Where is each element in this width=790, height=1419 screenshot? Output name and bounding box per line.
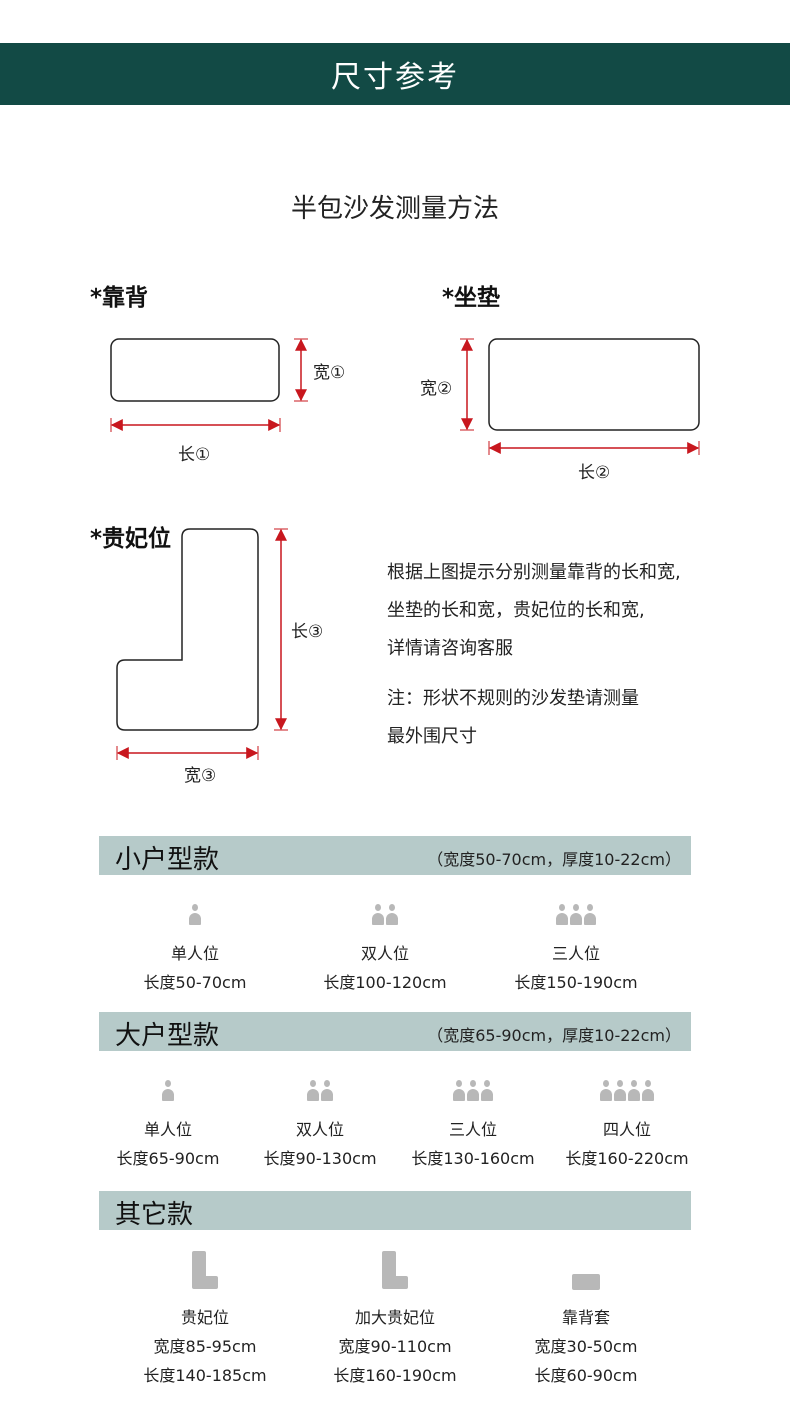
item-width: 宽度30-50cm [534, 1337, 638, 1356]
backrest-label: *靠背 [90, 285, 148, 311]
person-icon [321, 1080, 333, 1102]
size-item: 单人位长度50-70cm [115, 902, 275, 992]
other-item: 靠背套宽度30-50cm 长度60-90cm [506, 1250, 666, 1385]
cushion-width-label: 宽② [420, 379, 452, 399]
item-name: 靠背套 [561, 1308, 610, 1327]
banner-title: 尺寸参考 [331, 60, 459, 95]
person-icon-group [496, 902, 656, 926]
small-size-bar: 小户型款 （宽度50-70cm，厚度10-22cm） [99, 836, 691, 875]
item-name: 加大贵妃位 [354, 1308, 435, 1327]
person-icon [628, 1080, 640, 1102]
item-size: 长度100-120cm [323, 973, 447, 992]
size-item: 三人位长度130-160cm [393, 1078, 553, 1168]
chaise-shape [116, 528, 259, 731]
size-item: 单人位长度65-90cm [88, 1078, 248, 1168]
large-size-bar: 大户型款 （宽度65-90cm，厚度10-22cm） [99, 1012, 691, 1051]
size-item: 双人位长度100-120cm [305, 902, 465, 992]
note-line: 根据上图提示分别测量靠背的长和宽, [387, 562, 681, 583]
person-icon [453, 1080, 465, 1102]
chaise-width-label: 宽③ [184, 766, 216, 786]
note-line: 注：形状不规则的沙发垫请测量 [387, 688, 639, 709]
item-name: 三人位 [551, 944, 600, 963]
backrest-shape [110, 338, 280, 402]
person-icon [556, 904, 568, 926]
person-icon-group [115, 902, 275, 926]
item-size: 长度50-70cm [143, 973, 247, 992]
page-banner: 尺寸参考 [0, 43, 790, 105]
item-size: 长度65-90cm [116, 1149, 220, 1168]
person-icon-group [305, 902, 465, 926]
person-icon [372, 904, 384, 926]
item-name: 单人位 [143, 1120, 192, 1139]
item-width: 宽度85-95cm [153, 1337, 257, 1356]
person-icon-group [547, 1078, 707, 1102]
person-icon-group [88, 1078, 248, 1102]
person-icon [600, 1080, 612, 1102]
item-size: 长度160-220cm [565, 1149, 689, 1168]
rectangle-icon [506, 1250, 666, 1290]
item-name: 四人位 [602, 1120, 651, 1139]
item-width: 宽度90-110cm [338, 1337, 452, 1356]
note-line: 详情请咨询客服 [387, 638, 513, 659]
l-shape-icon [125, 1250, 285, 1290]
item-name: 贵妃位 [180, 1308, 229, 1327]
cushion-shape [488, 338, 700, 431]
chaise-length-label: 长③ [291, 622, 323, 642]
other-item: 贵妃位宽度85-95cm 长度140-185cm [125, 1250, 285, 1385]
measure-note: 根据上图提示分别测量靠背的长和宽, 坐垫的长和宽，贵妃位的长和宽, 详情请咨询客… [387, 554, 681, 668]
other-bar: 其它款 [99, 1191, 691, 1230]
item-length: 长度140-185cm [143, 1366, 267, 1385]
person-icon [481, 1080, 493, 1102]
large-size-note: （宽度65-90cm，厚度10-22cm） [427, 1026, 681, 1045]
size-item: 三人位长度150-190cm [496, 902, 656, 992]
person-icon-group [393, 1078, 553, 1102]
item-name: 双人位 [360, 944, 409, 963]
item-size: 长度150-190cm [514, 973, 638, 992]
small-size-note: （宽度50-70cm，厚度10-22cm） [427, 850, 681, 869]
person-icon [386, 904, 398, 926]
person-icon [307, 1080, 319, 1102]
person-icon [162, 1080, 174, 1102]
backrest-length-label: 长① [178, 445, 210, 465]
person-icon [614, 1080, 626, 1102]
other-title: 其它款 [115, 1200, 194, 1230]
person-icon [189, 904, 201, 926]
large-size-title: 大户型款 [115, 1021, 220, 1051]
note-line: 坐垫的长和宽，贵妃位的长和宽, [387, 600, 645, 621]
item-length: 长度160-190cm [333, 1366, 457, 1385]
irregular-note: 注：形状不规则的沙发垫请测量 最外围尺寸 [387, 680, 639, 756]
chaise-label: *贵妃位 [90, 525, 171, 552]
item-length: 长度60-90cm [534, 1366, 638, 1385]
item-name: 三人位 [448, 1120, 497, 1139]
person-icon [584, 904, 596, 926]
person-icon [570, 904, 582, 926]
item-name: 双人位 [295, 1120, 344, 1139]
size-item: 四人位长度160-220cm [547, 1078, 707, 1168]
cushion-label: *坐垫 [442, 285, 500, 311]
size-item: 双人位长度90-130cm [240, 1078, 400, 1168]
l-shape-icon [315, 1250, 475, 1290]
section-title: 半包沙发测量方法 [290, 194, 499, 224]
item-size: 长度130-160cm [411, 1149, 535, 1168]
other-item: 加大贵妃位宽度90-110cm 长度160-190cm [315, 1250, 475, 1385]
backrest-width-label: 宽① [313, 363, 345, 383]
person-icon [467, 1080, 479, 1102]
small-size-title: 小户型款 [115, 845, 220, 875]
item-size: 长度90-130cm [263, 1149, 377, 1168]
measurement-diagram: *靠背 宽① 长① *坐垫 宽② 长② *贵妃位 长③ 宽③ [90, 285, 700, 786]
person-icon [642, 1080, 654, 1102]
person-icon-group [240, 1078, 400, 1102]
cushion-length-label: 长② [578, 463, 610, 483]
item-name: 单人位 [170, 944, 219, 963]
note-line: 最外围尺寸 [387, 726, 477, 747]
